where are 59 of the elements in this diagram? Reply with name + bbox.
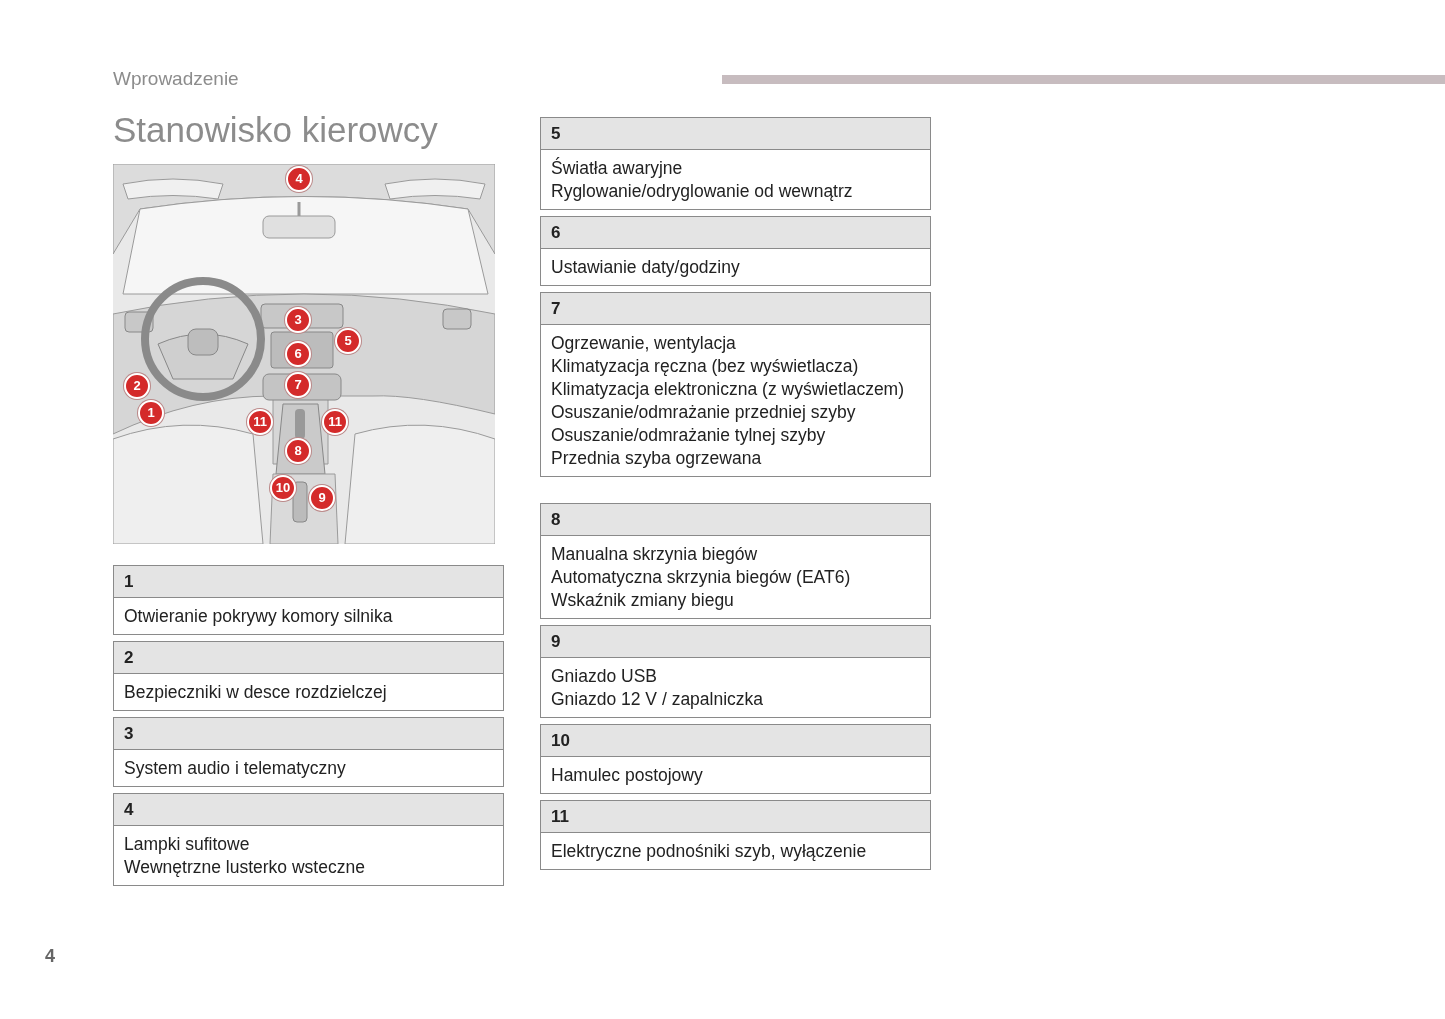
item-text: Gniazdo USB (551, 665, 659, 688)
item-text: Klimatyzacja ręczna (bez wyświetlacza) (551, 355, 860, 378)
item-text: Lampki sufitowe (124, 833, 251, 856)
info-table (540, 292, 931, 477)
callout-number: 2 (124, 373, 150, 399)
callout-number: 4 (286, 166, 312, 192)
item-text: Wskaźnik zmiany biegu (551, 589, 735, 612)
table-heading: 2 (114, 642, 503, 674)
table-heading: 11 (541, 801, 930, 833)
page-title: Stanowisko kierowcy (113, 110, 438, 150)
item-text: Wewnętrzne lusterko wsteczne (124, 856, 366, 879)
info-table (540, 216, 931, 286)
callout-number: 6 (285, 341, 311, 367)
table-heading: 10 (541, 725, 930, 757)
table-heading: 8 (541, 504, 930, 536)
item-text: Ryglowanie/odryglowanie od wewnątrz (551, 180, 854, 203)
item-text: Przednia szyba ogrzewana (551, 447, 763, 470)
callout-number: 8 (285, 438, 311, 464)
table-heading: 9 (541, 626, 930, 658)
item-text: Elektryczne podnośniki szyb, wyłączenie (551, 840, 868, 863)
item-text: System audio i telematyczny (124, 757, 347, 780)
info-table (113, 565, 504, 635)
info-table (540, 800, 931, 870)
section-header: Wprowadzenie (113, 68, 239, 90)
info-table (540, 117, 931, 210)
callout-number: 1 (138, 400, 164, 426)
table-heading: 6 (541, 217, 930, 249)
table-heading: 7 (541, 293, 930, 325)
item-text: Światła awaryjne (551, 157, 684, 180)
info-table (113, 793, 504, 886)
callout-number: 11 (247, 409, 273, 435)
item-text: Automatyczna skrzynia biegów (EAT6) (551, 566, 852, 589)
item-text: Ustawianie daty/godziny (551, 256, 741, 279)
car-interior-drawing (113, 164, 495, 544)
page-number: 4 (45, 946, 55, 967)
info-table (540, 503, 931, 619)
info-table (540, 724, 931, 794)
callout-number: 5 (335, 328, 361, 354)
callout-number: 9 (309, 485, 335, 511)
callout-number: 10 (270, 475, 296, 501)
item-text: Manualna skrzynia biegów (551, 543, 759, 566)
table-heading: 1 (114, 566, 503, 598)
item-text: Osuszanie/odmrażanie przedniej szyby (551, 401, 857, 424)
callout-number: 11 (322, 409, 348, 435)
item-text: Osuszanie/odmrażanie tylnej szyby (551, 424, 827, 447)
info-table (113, 717, 504, 787)
item-text: Klimatyzacja elektroniczna (z wyświetlaczem) (551, 378, 906, 401)
callout-number: 3 (285, 307, 311, 333)
info-table (113, 641, 504, 711)
table-heading: 5 (541, 118, 930, 150)
callout-number: 7 (285, 372, 311, 398)
table-heading: 3 (114, 718, 503, 750)
item-text: Otwieranie pokrywy komory silnika (124, 605, 394, 628)
item-text: Bezpieczniki w desce rozdzielczej (124, 681, 388, 704)
info-table (540, 625, 931, 718)
table-heading: 4 (114, 794, 503, 826)
item-text: Gniazdo 12 V / zapalniczka (551, 688, 765, 711)
item-text: Hamulec postojowy (551, 764, 704, 787)
item-text: Ogrzewanie, wentylacja (551, 332, 737, 355)
